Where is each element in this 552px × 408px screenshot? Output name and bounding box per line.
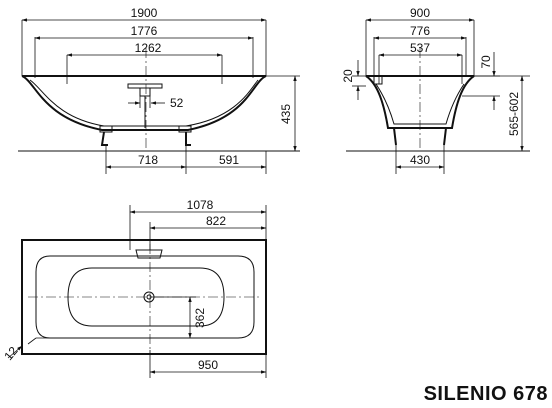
dim-drain-pos: 950 [198, 358, 218, 372]
plan-outer-rim [21, 239, 267, 355]
dim-rim-left: 20 [341, 69, 355, 83]
dim-overall-length: 1900 [131, 6, 158, 20]
dim-foot-left: 718 [138, 153, 158, 167]
plan-inner-basin [35, 255, 255, 339]
dim-rim-right: 70 [479, 55, 493, 69]
dim-foot-right: 591 [219, 153, 239, 167]
plan-bottom-area [67, 267, 225, 327]
side-foot-left [99, 125, 113, 146]
dim-height: 435 [279, 104, 293, 124]
dim-overflow-pos: 1078 [187, 198, 214, 212]
plan-view: 1078 822 362 950 12 [1, 198, 267, 378]
dim-height-range: 565-602 [507, 92, 521, 136]
dim-corner: 12 [1, 344, 21, 363]
dim-overall-width: 900 [410, 6, 430, 20]
plan-overflow [135, 249, 163, 259]
dim-bottom-width: 537 [410, 41, 430, 55]
dim-inner-length: 1776 [131, 24, 158, 38]
side-handle [127, 83, 163, 97]
dim-lid-length: 1262 [135, 41, 162, 55]
side-view: 1900 1776 1262 52 435 718 591 [18, 6, 300, 174]
dim-inner-width: 776 [410, 24, 430, 38]
dim-drain-height: 362 [193, 308, 207, 328]
side-tub-inner [29, 79, 259, 127]
model-title: SILENIO 678 [423, 383, 548, 405]
dim-foot-spacing: 430 [410, 153, 430, 167]
dim-drain-offset: 52 [170, 96, 184, 110]
dim-overflow-inner: 822 [206, 214, 226, 228]
end-view: 900 776 537 20 70 565-602 430 [341, 6, 530, 174]
side-tub-outline [21, 75, 267, 131]
